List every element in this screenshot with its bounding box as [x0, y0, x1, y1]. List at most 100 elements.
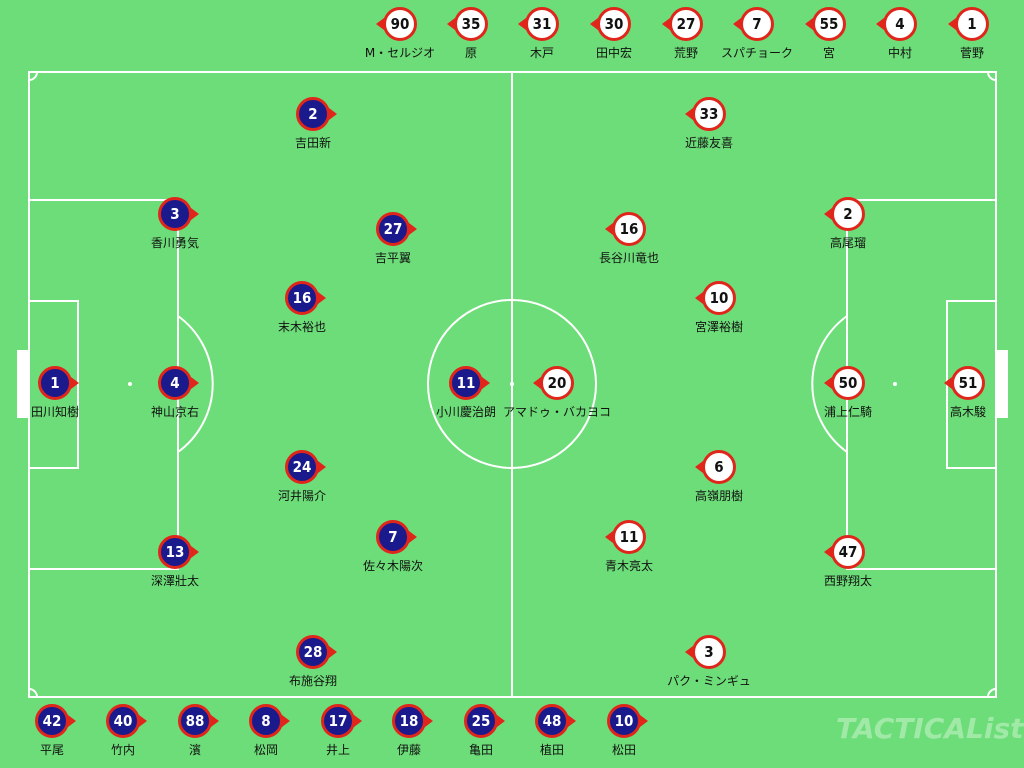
- away-sub[interactable]: 7 スパチョーク: [697, 7, 817, 60]
- player-badge: 55: [805, 7, 846, 41]
- away-player[interactable]: 47 西野翔太: [788, 535, 908, 588]
- player-badge: 8: [249, 704, 290, 738]
- away-player[interactable]: 50 浦上仁騎: [788, 366, 908, 419]
- player-number: 51: [951, 366, 985, 400]
- home-sub[interactable]: 88 濱: [135, 704, 255, 757]
- away-player[interactable]: 10 宮澤裕樹: [659, 281, 779, 334]
- home-sub[interactable]: 10 松田: [564, 704, 684, 757]
- away-sub[interactable]: 35 原: [411, 7, 531, 60]
- away-player[interactable]: 3 パク・ミンギュ: [649, 635, 769, 688]
- player-name: 亀田: [468, 743, 493, 757]
- direction-arrow-icon: [685, 108, 693, 120]
- player-name: 高尾瑠: [829, 236, 866, 250]
- home-player[interactable]: 1 田川知樹: [0, 366, 115, 419]
- player-badge: 13: [158, 535, 199, 569]
- right-penalty-spot: [893, 382, 897, 386]
- player-name: スパチョーク: [720, 46, 793, 60]
- player-name: 西野翔太: [823, 574, 872, 588]
- direction-arrow-icon: [605, 223, 613, 235]
- watermark-logo: TACTICALista: [836, 712, 1024, 745]
- direction-arrow-icon: [409, 223, 417, 235]
- away-player[interactable]: 20 アマドゥ・バカヨコ: [497, 366, 617, 419]
- player-name: 青木亮太: [604, 559, 653, 573]
- player-name: 吉田新: [294, 136, 331, 150]
- home-sub[interactable]: 18 伊藤: [349, 704, 469, 757]
- home-sub[interactable]: 17 井上: [278, 704, 398, 757]
- home-player[interactable]: 28 布施谷翔: [253, 635, 373, 688]
- player-name: 濱: [188, 743, 201, 757]
- direction-arrow-icon: [605, 531, 613, 543]
- away-player[interactable]: 6 高嶺朋樹: [659, 450, 779, 503]
- player-name: 平尾: [39, 743, 64, 757]
- player-badge: 30: [590, 7, 631, 41]
- player-number: 2: [296, 97, 330, 131]
- home-player[interactable]: 16 末木裕也: [242, 281, 362, 334]
- away-player[interactable]: 16 長谷川竜也: [569, 212, 689, 265]
- home-player[interactable]: 27 吉平翼: [333, 212, 453, 265]
- direction-arrow-icon: [695, 461, 703, 473]
- player-badge: 35: [447, 7, 488, 41]
- direction-arrow-icon: [329, 108, 337, 120]
- direction-arrow-icon: [191, 208, 199, 220]
- direction-arrow-icon: [824, 208, 832, 220]
- home-sub[interactable]: 48 植田: [492, 704, 612, 757]
- player-badge: 27: [376, 212, 417, 246]
- away-sub[interactable]: 4 中村: [840, 7, 960, 60]
- player-name: 高嶺朋樹: [694, 489, 743, 503]
- player-name: 木戸: [529, 46, 554, 60]
- player-name: 浦上仁騎: [823, 405, 872, 419]
- player-number: 47: [831, 535, 865, 569]
- corner-arc: [28, 71, 38, 81]
- player-name: 井上: [325, 743, 350, 757]
- player-name: 原: [464, 46, 477, 60]
- home-player[interactable]: 24 河井陽介: [242, 450, 362, 503]
- direction-arrow-icon: [425, 715, 433, 727]
- away-sub[interactable]: 90 M・セルジオ: [340, 7, 460, 60]
- away-player[interactable]: 33 近藤友喜: [649, 97, 769, 150]
- direction-arrow-icon: [497, 715, 505, 727]
- direction-arrow-icon: [191, 546, 199, 558]
- player-name: 松岡: [253, 743, 278, 757]
- home-player[interactable]: 13 深澤壯太: [115, 535, 235, 588]
- player-badge: 1: [38, 366, 79, 400]
- player-badge: 16: [605, 212, 646, 246]
- home-player[interactable]: 3 香川勇気: [115, 197, 235, 250]
- away-sub[interactable]: 55 宮: [769, 7, 889, 60]
- player-badge: 1: [948, 7, 989, 41]
- home-player[interactable]: 2 吉田新: [253, 97, 373, 150]
- player-number: 90: [383, 7, 417, 41]
- corner-arc: [987, 688, 997, 698]
- player-number: 6: [702, 450, 736, 484]
- corner-arc: [28, 688, 38, 698]
- player-name: 中村: [887, 46, 912, 60]
- direction-arrow-icon: [568, 715, 576, 727]
- left-goal: [17, 350, 29, 418]
- player-number: 24: [285, 450, 319, 484]
- direction-arrow-icon: [318, 292, 326, 304]
- away-sub[interactable]: 31 木戸: [482, 7, 602, 60]
- away-sub[interactable]: 30 田中宏: [554, 7, 674, 60]
- away-player[interactable]: 11 青木亮太: [569, 520, 689, 573]
- player-name: 菅野: [959, 46, 984, 60]
- home-player[interactable]: 4 神山京右: [115, 366, 235, 419]
- direction-arrow-icon: [695, 292, 703, 304]
- direction-arrow-icon: [944, 377, 952, 389]
- home-sub[interactable]: 40 竹内: [63, 704, 183, 757]
- home-sub[interactable]: 25 亀田: [421, 704, 541, 757]
- home-sub[interactable]: 8 松岡: [206, 704, 326, 757]
- home-player[interactable]: 11 小川慶治朗: [406, 366, 526, 419]
- player-number: 20: [540, 366, 574, 400]
- away-player[interactable]: 2 高尾瑠: [788, 197, 908, 250]
- player-badge: 16: [285, 281, 326, 315]
- player-badge: 7: [376, 520, 417, 554]
- away-player[interactable]: 51 高木駿: [908, 366, 1024, 419]
- away-sub[interactable]: 1 菅野: [912, 7, 1024, 60]
- home-player[interactable]: 7 佐々木陽次: [333, 520, 453, 573]
- player-number: 3: [692, 635, 726, 669]
- away-sub[interactable]: 27 荒野: [626, 7, 746, 60]
- player-name: 佐々木陽次: [362, 559, 423, 573]
- direction-arrow-icon: [211, 715, 219, 727]
- player-number: 42: [35, 704, 69, 738]
- centre-spot: [510, 382, 514, 386]
- home-sub[interactable]: 42 平尾: [0, 704, 112, 757]
